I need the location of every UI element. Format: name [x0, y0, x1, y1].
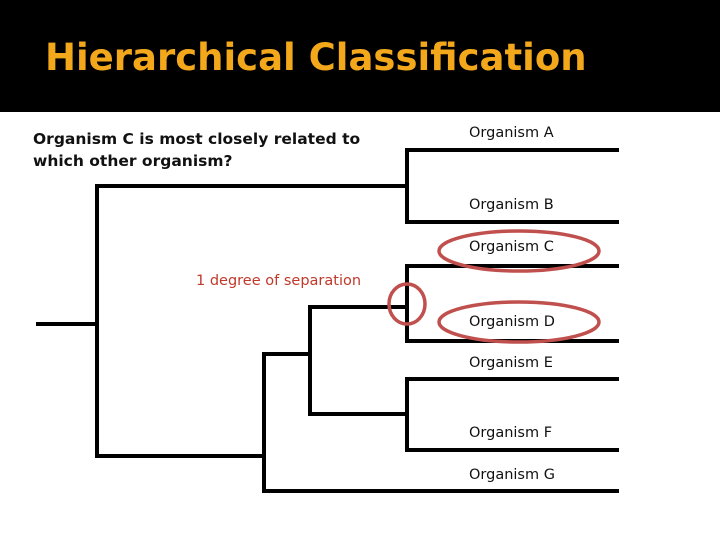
slide-title: Hierarchical Classification: [45, 36, 587, 79]
question-text: Organism C is most closely related to wh…: [33, 130, 361, 170]
organism-label-e: Organism E: [469, 355, 553, 371]
organism-label-c: Organism C: [469, 239, 554, 255]
highlight-organism-d: [437, 300, 601, 344]
organism-label-f: Organism F: [469, 425, 553, 441]
highlight-organism-c: [437, 229, 601, 273]
title-bar: Hierarchical Classification: [0, 0, 720, 112]
organism-label-b: Organism B: [469, 197, 554, 213]
organism-label-a: Organism A: [469, 125, 554, 141]
organism-label-g: Organism G: [469, 467, 555, 483]
organism-label-d: Organism D: [469, 314, 555, 330]
highlight-common-node: [387, 282, 427, 326]
separation-annotation: 1 degree of separation: [196, 273, 362, 289]
